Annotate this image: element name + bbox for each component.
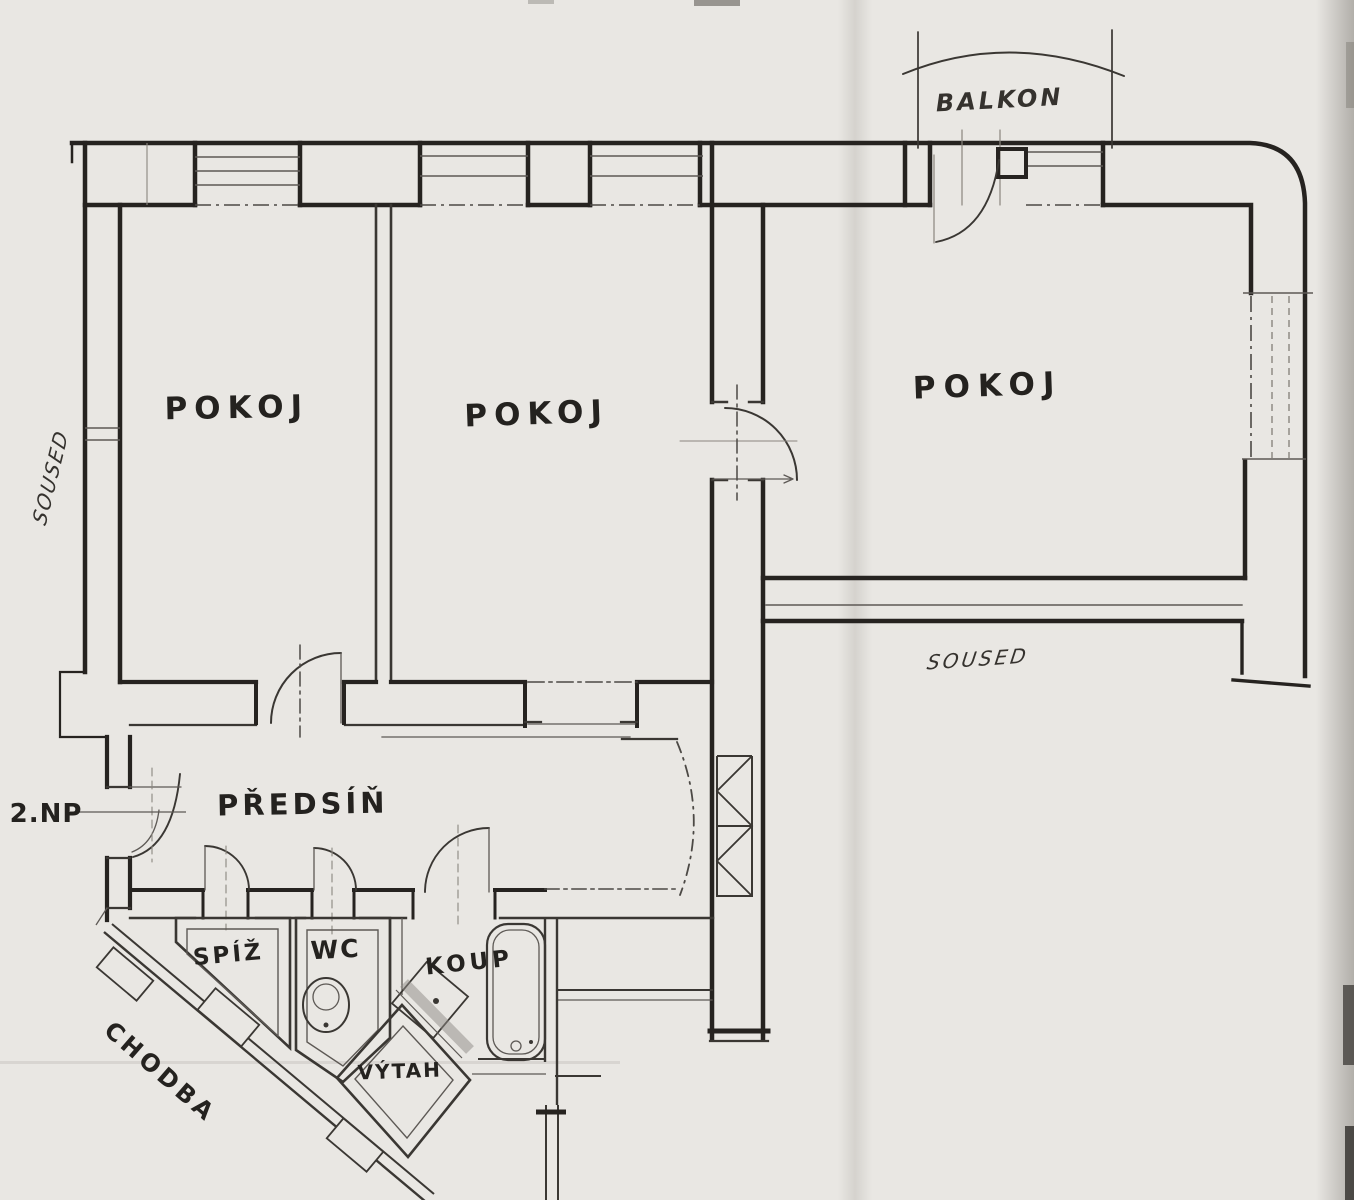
north-wall-outer	[69, 140, 1308, 679]
balcony	[902, 29, 1125, 244]
room-label-predsin: PŘEDSÍŇ	[217, 786, 389, 823]
top-smudge-2	[528, 0, 554, 4]
wardrobe-door-arc	[676, 741, 695, 896]
window-pier-edges	[192, 140, 1106, 208]
right-room-south-wall	[760, 575, 1248, 624]
bathtub-inner	[492, 929, 540, 1055]
spiz-cell-inner	[186, 928, 279, 1038]
room-label-balkon: BALKON	[935, 83, 1064, 118]
hall-north-wall-bottom	[128, 723, 679, 741]
wc-cell-outer	[294, 916, 392, 1084]
shaft-shading-edge	[395, 989, 463, 1059]
east-wall-foot	[1231, 619, 1311, 688]
wardrobe-strip-zigzag	[715, 755, 754, 897]
landing-tick	[95, 907, 108, 926]
toilet-drain-dot	[323, 1022, 329, 1028]
corridor	[95, 907, 435, 1200]
room-label-pokoj-right: POKOJ	[912, 365, 1063, 406]
fixtures	[302, 922, 547, 1160]
wc-cell-inner	[306, 929, 379, 1067]
elevator-inner	[354, 1024, 454, 1140]
landing-door-2	[196, 987, 261, 1048]
annotation-soused-right: SOUSED	[926, 643, 1031, 674]
bathtub	[485, 922, 547, 1062]
edge-mark-3	[1346, 42, 1354, 108]
spiz-cell-outer	[174, 916, 292, 1051]
south-wall-lower	[545, 1105, 559, 1200]
hall-west-wall	[104, 734, 133, 923]
bathtub-drain	[510, 1040, 522, 1052]
edge-mark-2	[1345, 1126, 1354, 1200]
bathtub-outer	[485, 922, 547, 1062]
window-panes-north	[195, 151, 1103, 186]
hall-south-jambs	[201, 888, 497, 920]
west-wall-step	[58, 670, 109, 739]
annotation-soused-left: SOUSED	[28, 426, 73, 529]
wardrobe-strip	[715, 755, 754, 897]
wide-opening-jambs	[523, 680, 639, 728]
room-label-chodba: CHODBA	[99, 1016, 222, 1128]
edge-mark-1	[1343, 985, 1354, 1065]
exterior-walls	[58, 140, 1311, 739]
entrance-door-arc1	[132, 773, 181, 858]
east-window-sills	[1242, 292, 1313, 460]
room-label-wc: WC	[310, 934, 361, 966]
landing-door-3	[325, 1117, 385, 1173]
wide-opening-sills	[381, 723, 636, 738]
windows	[85, 143, 1313, 460]
toilet-bowl	[302, 977, 350, 1033]
elevator-outer	[335, 1003, 472, 1160]
top-smudge-1	[694, 0, 740, 6]
entrance-jamb-ticks	[105, 785, 132, 910]
bathtub-dot	[529, 1040, 533, 1044]
west-wall	[82, 140, 123, 685]
shaft-shading	[400, 979, 474, 1054]
annotation-floor-marker: 2.NP	[10, 799, 83, 829]
neighbour-lines	[555, 989, 713, 1077]
door-koup-arc	[424, 827, 490, 893]
door-wc-arc	[313, 847, 357, 891]
entrance-door-arc2	[131, 809, 160, 853]
elevator-shaft	[335, 979, 474, 1160]
room-label-koup: KOUP	[424, 946, 514, 981]
left-door-jambs	[254, 680, 346, 725]
balcony-railing-arc	[902, 51, 1125, 77]
wardrobe-strip-frame	[716, 755, 753, 897]
doors	[129, 384, 798, 936]
divider-left-middle	[374, 203, 393, 684]
interior-walls	[104, 140, 1248, 1077]
room-label-pokoj-middle: POKOJ	[464, 393, 610, 434]
balcony-door-arc	[935, 159, 1000, 243]
middle-wall	[709, 140, 766, 1041]
door-left-room-arc	[270, 652, 342, 724]
east-window-panes	[1271, 296, 1290, 458]
paper-crease-vertical	[838, 0, 872, 1200]
paper-crease-horizontal	[0, 1061, 620, 1064]
middle-wall-door-jambs	[710, 400, 765, 482]
toilet-inner	[312, 983, 340, 1011]
north-wall-inner-segments	[82, 202, 1254, 296]
west-wall-party-tick	[85, 427, 120, 441]
room-label-vytah: VÝTAH	[357, 1058, 442, 1085]
room-label-spiz: SPÍŽ	[192, 937, 265, 971]
washbasin-dot	[433, 998, 439, 1004]
balcony-sides	[917, 29, 1113, 149]
balcony-post	[996, 147, 1028, 179]
room-label-pokoj-left: POKOJ	[164, 389, 309, 428]
door-right-room-leaf	[712, 474, 794, 484]
door-spiz-arc	[204, 845, 250, 891]
landing-door-1	[95, 946, 155, 1002]
toilet	[302, 977, 350, 1033]
door-right-room-arc	[724, 407, 798, 481]
